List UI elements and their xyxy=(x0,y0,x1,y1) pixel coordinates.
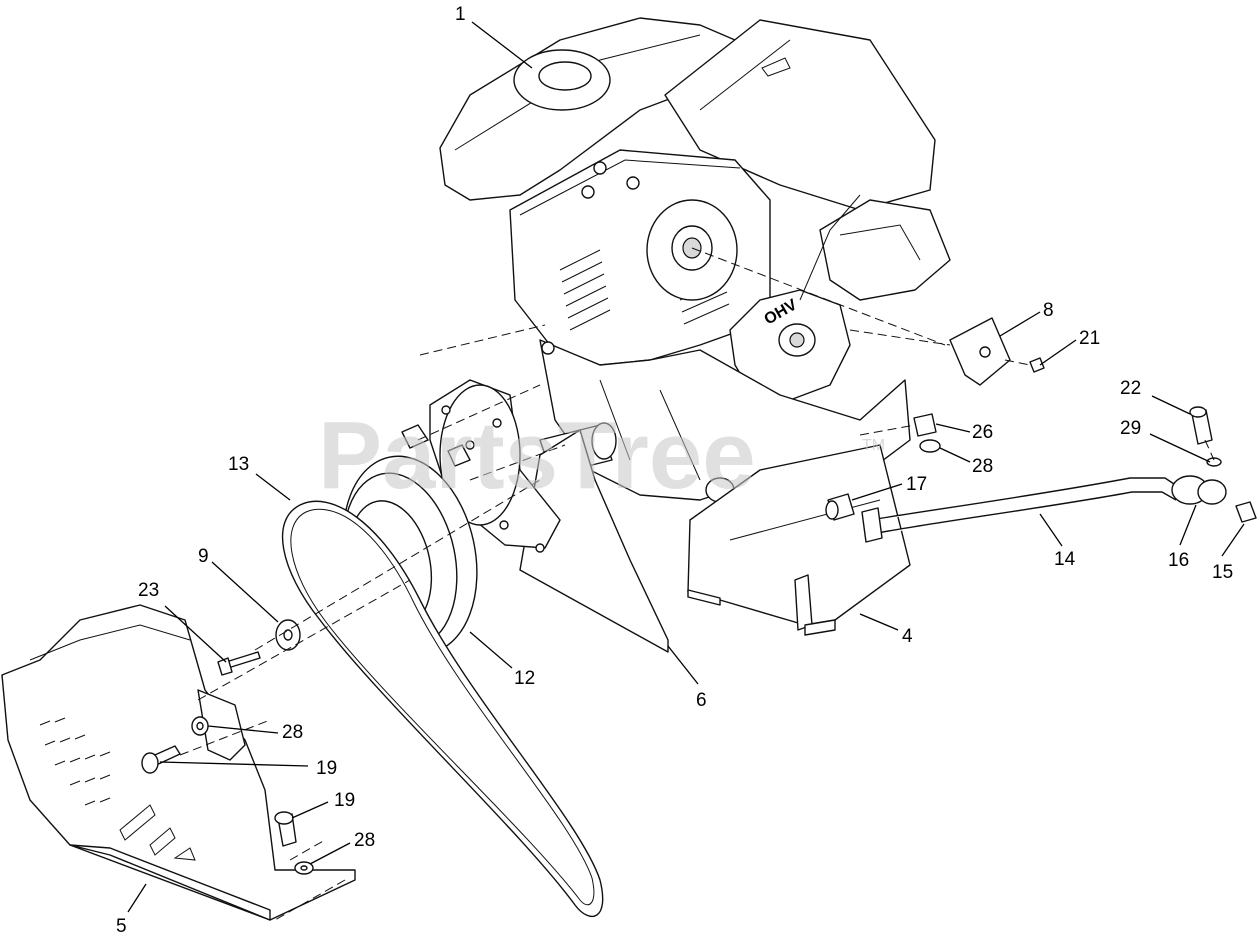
callout-1: 1 xyxy=(455,4,466,25)
callout-19-upper: 19 xyxy=(316,758,337,779)
callout-12: 12 xyxy=(514,668,535,689)
callout-16: 16 xyxy=(1168,550,1189,571)
callout-4: 4 xyxy=(902,626,913,647)
callout-17: 17 xyxy=(906,474,927,495)
washer-29 xyxy=(1206,457,1222,467)
engine-base-plate xyxy=(687,444,911,636)
guard-washer-28 xyxy=(191,716,209,736)
bolt-23 xyxy=(217,651,261,676)
callout-6: 6 xyxy=(696,690,707,711)
callout-28-guard: 28 xyxy=(282,722,303,743)
callout-leaders xyxy=(127,21,1245,913)
nut-26 xyxy=(913,413,937,437)
washer-28-right xyxy=(919,439,941,453)
bracket-8 xyxy=(949,317,1011,386)
screw-22 xyxy=(1189,406,1213,445)
callout-labels: 1 8 21 22 29 26 28 17 13 14 16 15 9 23 4… xyxy=(116,4,1233,937)
callout-13: 13 xyxy=(228,454,249,475)
callout-9: 9 xyxy=(198,546,209,567)
callout-5: 5 xyxy=(116,916,127,937)
watermark-trademark: TM xyxy=(862,437,885,454)
fitting-16 xyxy=(1171,475,1227,505)
adapter-flange xyxy=(429,379,561,553)
callout-28-right: 28 xyxy=(972,456,993,477)
callout-29: 29 xyxy=(1120,418,1141,439)
guard-screw-19-lower xyxy=(274,811,297,847)
callout-28-lower: 28 xyxy=(354,830,375,851)
watermark-text: PartsTree xyxy=(318,402,756,509)
callout-15: 15 xyxy=(1212,562,1233,583)
cap-15 xyxy=(1235,501,1257,523)
mounting-plate xyxy=(519,429,669,653)
callout-19-lower: 19 xyxy=(334,790,355,811)
callout-14: 14 xyxy=(1054,549,1076,570)
watermark: PartsTree TM xyxy=(318,402,885,509)
callout-21: 21 xyxy=(1079,328,1100,349)
fitting-17 xyxy=(825,493,855,521)
guard-washer-28-lower xyxy=(294,861,314,875)
guard-screw-19-upper xyxy=(141,745,181,774)
callout-26: 26 xyxy=(972,422,993,443)
alignment-lines xyxy=(179,247,1215,921)
nut-21 xyxy=(1029,357,1045,373)
washer-9 xyxy=(275,619,301,651)
tube-14 xyxy=(861,477,1181,543)
callout-8: 8 xyxy=(1043,300,1054,321)
callout-23: 23 xyxy=(138,580,159,601)
v-belt xyxy=(281,500,604,918)
callout-22: 22 xyxy=(1120,378,1141,399)
flange-bolts xyxy=(401,424,471,467)
